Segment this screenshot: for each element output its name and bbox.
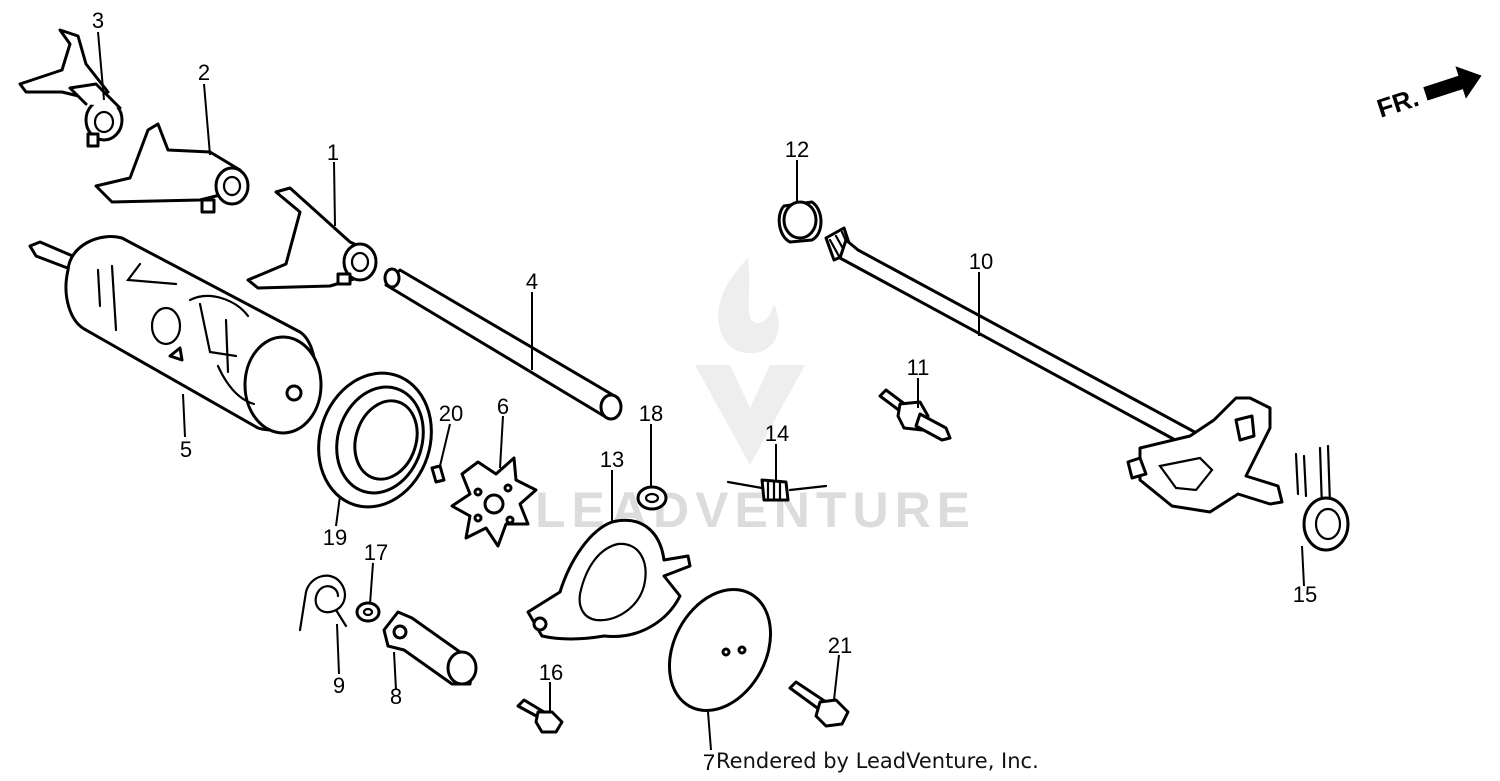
- part-15-return-spring: [1294, 444, 1350, 552]
- part-6-star-plate: [450, 456, 538, 548]
- part-4-fork-shaft: [383, 267, 623, 421]
- callout-15: 15: [1293, 582, 1317, 607]
- part-16-bolt: [516, 698, 564, 734]
- render-credit: Rendered by LeadVenture, Inc.: [716, 749, 1039, 773]
- callout-20: 20: [439, 401, 463, 426]
- callout-10: 10: [969, 249, 993, 274]
- callout-18: 18: [639, 401, 663, 426]
- part-2-shift-fork: [94, 122, 250, 214]
- callout-7: 7: [703, 750, 715, 775]
- part-3-shift-fork: [18, 28, 124, 148]
- part-1-shift-fork: [246, 186, 378, 290]
- part-14-spring: [726, 478, 828, 502]
- callout-21: 21: [828, 633, 852, 658]
- callout-17: 17: [364, 540, 388, 565]
- callout-13: 13: [600, 447, 624, 472]
- callout-5: 5: [180, 437, 192, 462]
- part-18-washer: [636, 485, 668, 511]
- callout-3: 3: [92, 8, 104, 33]
- part-8-stopper-arm: [382, 610, 478, 686]
- callout-8: 8: [390, 684, 402, 709]
- callout-9: 9: [333, 673, 345, 698]
- callout-4: 4: [526, 269, 538, 294]
- part-10-gearshift-spindle: [824, 226, 1284, 514]
- part-7-gasket: [667, 588, 773, 712]
- callout-16: 16: [539, 660, 563, 685]
- watermark-v-icon: [695, 365, 805, 465]
- part-9-spring: [298, 574, 348, 632]
- part-5-shift-drum: [28, 235, 323, 435]
- part-12-oil-seal: [777, 200, 823, 244]
- part-17-washer: [355, 601, 381, 623]
- callout-1: 1: [327, 140, 339, 165]
- direction-marker: FR.: [1373, 66, 1482, 124]
- callout-11: 11: [907, 355, 930, 380]
- watermark-flame-icon: [718, 258, 779, 354]
- callout-19: 19: [323, 525, 347, 550]
- callout-2: 2: [198, 60, 210, 85]
- leader-lines: [97, 31, 1305, 751]
- arrow-right-icon: [1423, 66, 1482, 101]
- part-13-stopper-plate: [526, 518, 692, 641]
- callout-14: 14: [765, 421, 789, 446]
- callout-6: 6: [497, 394, 509, 419]
- callout-labels: 1 2 3 4 5 6 7 8 9 10 11 12 13 14 15 16 1…: [92, 8, 1317, 775]
- part-20-dowel-pin: [430, 464, 446, 484]
- part-19-bearing: [317, 371, 433, 509]
- part-21-bolt: [788, 680, 850, 728]
- callout-12: 12: [785, 137, 809, 162]
- part-11-pin-bolt: [878, 388, 952, 442]
- direction-label: FR.: [1373, 82, 1422, 123]
